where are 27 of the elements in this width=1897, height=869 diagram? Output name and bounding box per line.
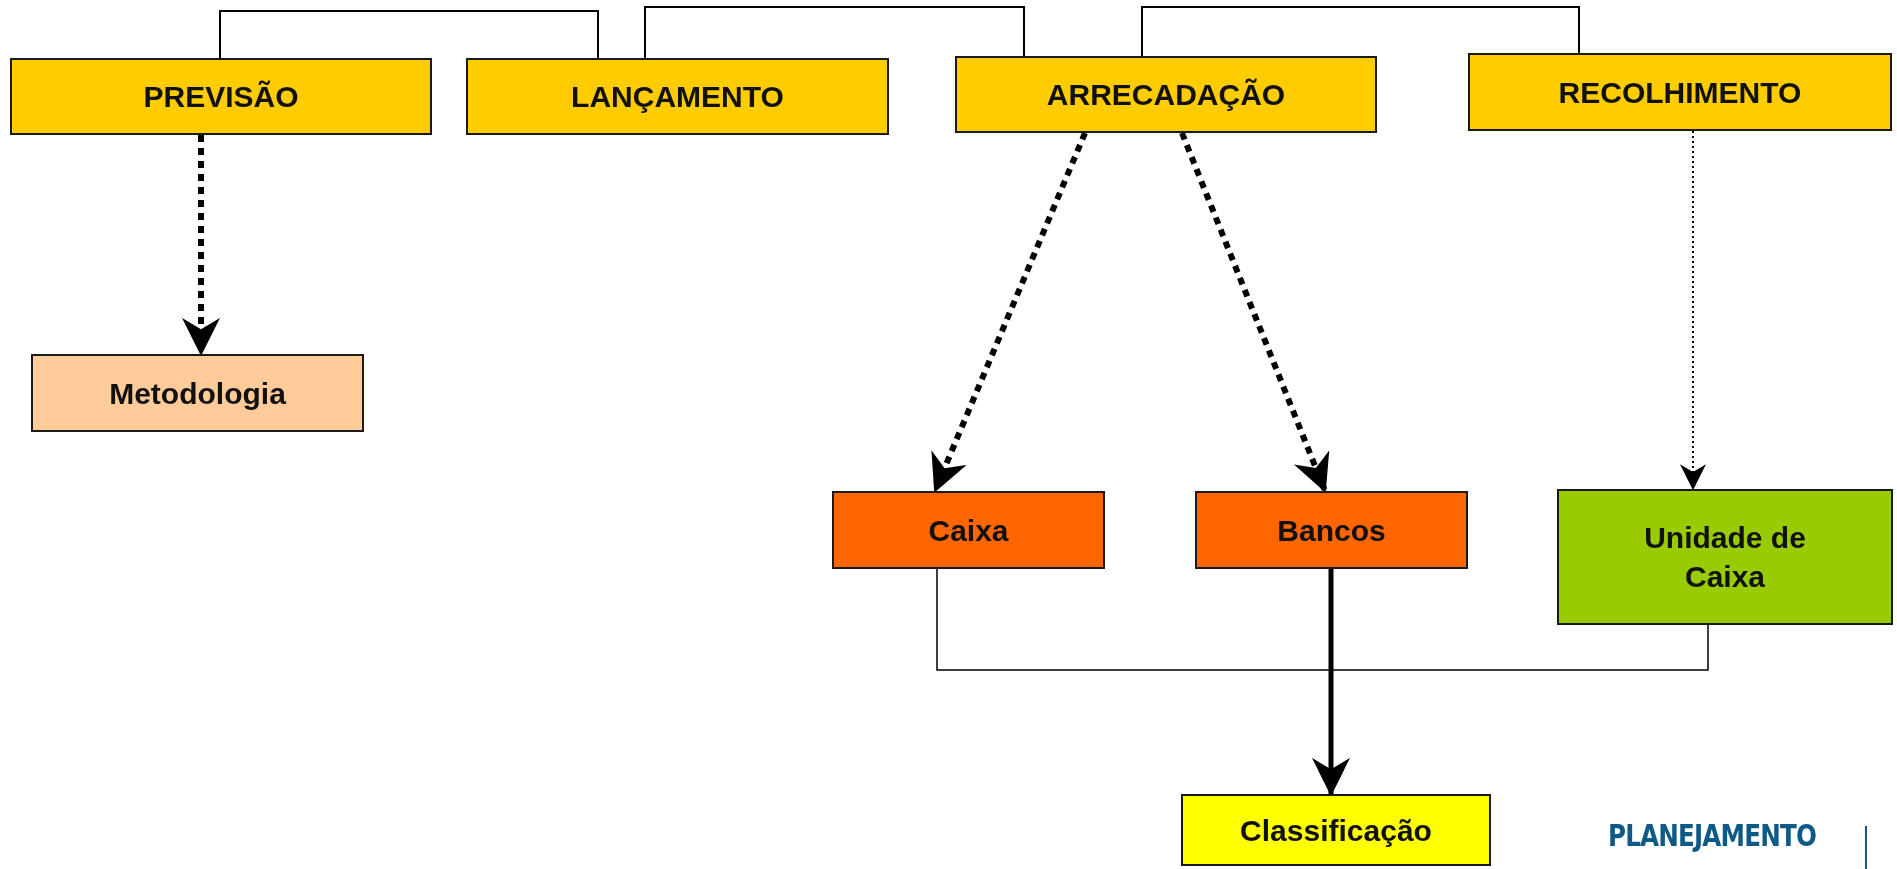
process-box — [832, 491, 1105, 569]
arrow — [182, 135, 220, 356]
box-label: Metodologia — [109, 375, 286, 412]
footer-label: PLANEJAMENTO — [1608, 818, 1817, 853]
arrow — [931, 131, 1088, 493]
process-box — [955, 56, 1377, 133]
arrow — [1680, 130, 1706, 491]
process-box — [1181, 794, 1491, 866]
process-box — [1195, 491, 1468, 569]
process-box — [1468, 53, 1892, 131]
box-label: ARRECADAÇÃO — [1046, 77, 1286, 113]
box-label: Caixa — [928, 512, 1009, 549]
arrow — [1312, 569, 1350, 796]
connector-line — [1141, 6, 1580, 57]
box-label: LANÇAMENTO — [571, 79, 784, 115]
box-label: RECOLHIMENTO — [1558, 74, 1802, 111]
connector-line — [219, 10, 599, 59]
connector-line — [644, 6, 1025, 59]
box-label: Classificação — [1240, 812, 1432, 849]
box-label: Bancos — [1277, 512, 1386, 549]
process-box — [31, 354, 364, 432]
box-label: PREVISÃO — [143, 79, 299, 115]
process-box — [10, 58, 432, 135]
box-label: Unidade de Caixa — [1643, 520, 1807, 595]
process-box — [1557, 489, 1893, 625]
arrow — [1179, 131, 1330, 493]
process-box — [466, 58, 889, 135]
